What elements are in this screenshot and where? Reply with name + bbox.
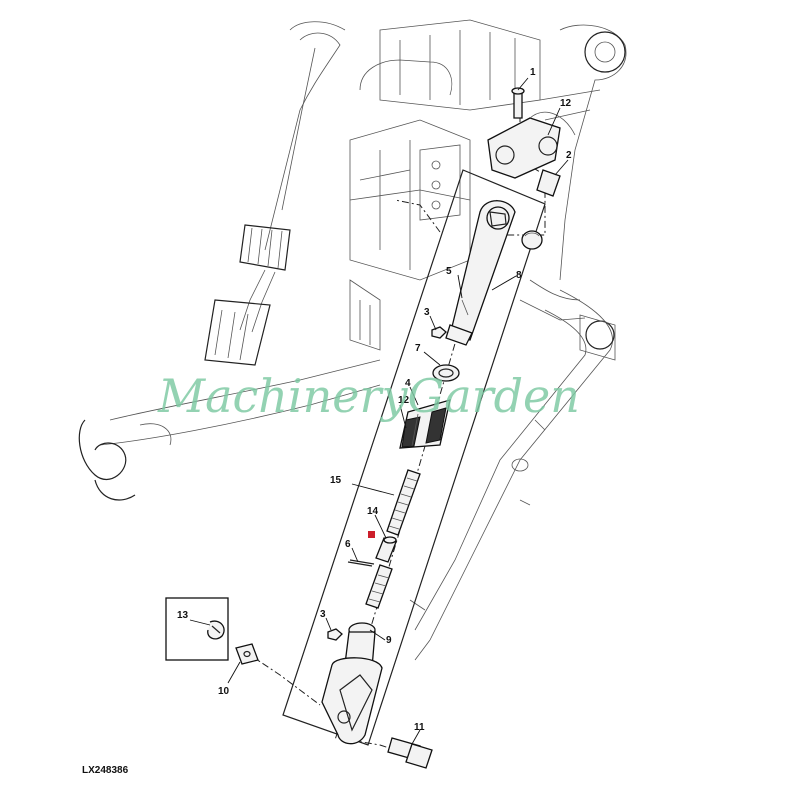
tractor-frame-background (78, 19, 627, 661)
callout-1: 1 (530, 67, 536, 78)
red-marker (368, 531, 375, 538)
part-6-spring-pin (347, 559, 375, 567)
callout-13: 13 (177, 610, 189, 621)
part-9-clevis-yoke (321, 622, 383, 745)
assembly-outline (282, 169, 546, 746)
part-9-lower-threaded-end (365, 564, 393, 609)
part-11-pin (387, 737, 433, 769)
part-7-seal-ring (432, 364, 460, 382)
part-1-pin (511, 87, 525, 119)
part-14-sleeve (375, 536, 397, 563)
callout-10: 10 (218, 686, 230, 697)
callout-11: 11 (414, 722, 425, 733)
part-3-nut-upper (431, 326, 447, 339)
callout-8: 8 (516, 270, 522, 281)
part-3-nut-lower (327, 628, 343, 641)
part-12-top-bracket (487, 111, 576, 179)
callout-12-top: 12 (560, 98, 572, 109)
part-15-threaded-rod (386, 469, 421, 536)
watermark-text: MachineryGarden (157, 369, 580, 423)
callout-3-lower: 3 (320, 609, 326, 620)
part-5-top-link-body (445, 200, 516, 346)
callout-5: 5 (446, 266, 452, 277)
callout-14: 14 (367, 506, 379, 517)
leader-lines (189, 77, 569, 745)
part-8-ball (521, 230, 543, 250)
callout-2: 2 (566, 150, 572, 161)
callout-4: 4 (405, 378, 411, 389)
callout-15: 15 (330, 475, 342, 486)
callout-3-upper: 3 (424, 307, 430, 318)
figure-id: LX248386 (82, 765, 129, 776)
assembly-axis-lines (249, 100, 546, 751)
part-2-pin (536, 169, 561, 197)
callout-6: 6 (345, 539, 351, 550)
callout-12-lower: 12 (398, 395, 410, 406)
callout-7: 7 (415, 343, 421, 354)
callout-9: 9 (386, 635, 392, 646)
part-10-plate (235, 643, 259, 665)
part-4-turnbuckle-tube (399, 399, 451, 449)
callouts: 1 12 2 8 5 3 7 4 12 15 14 6 3 9 13 10 11 (177, 67, 572, 733)
top-link-exploded-frame (282, 169, 546, 746)
part-13-clip-box (165, 597, 229, 661)
